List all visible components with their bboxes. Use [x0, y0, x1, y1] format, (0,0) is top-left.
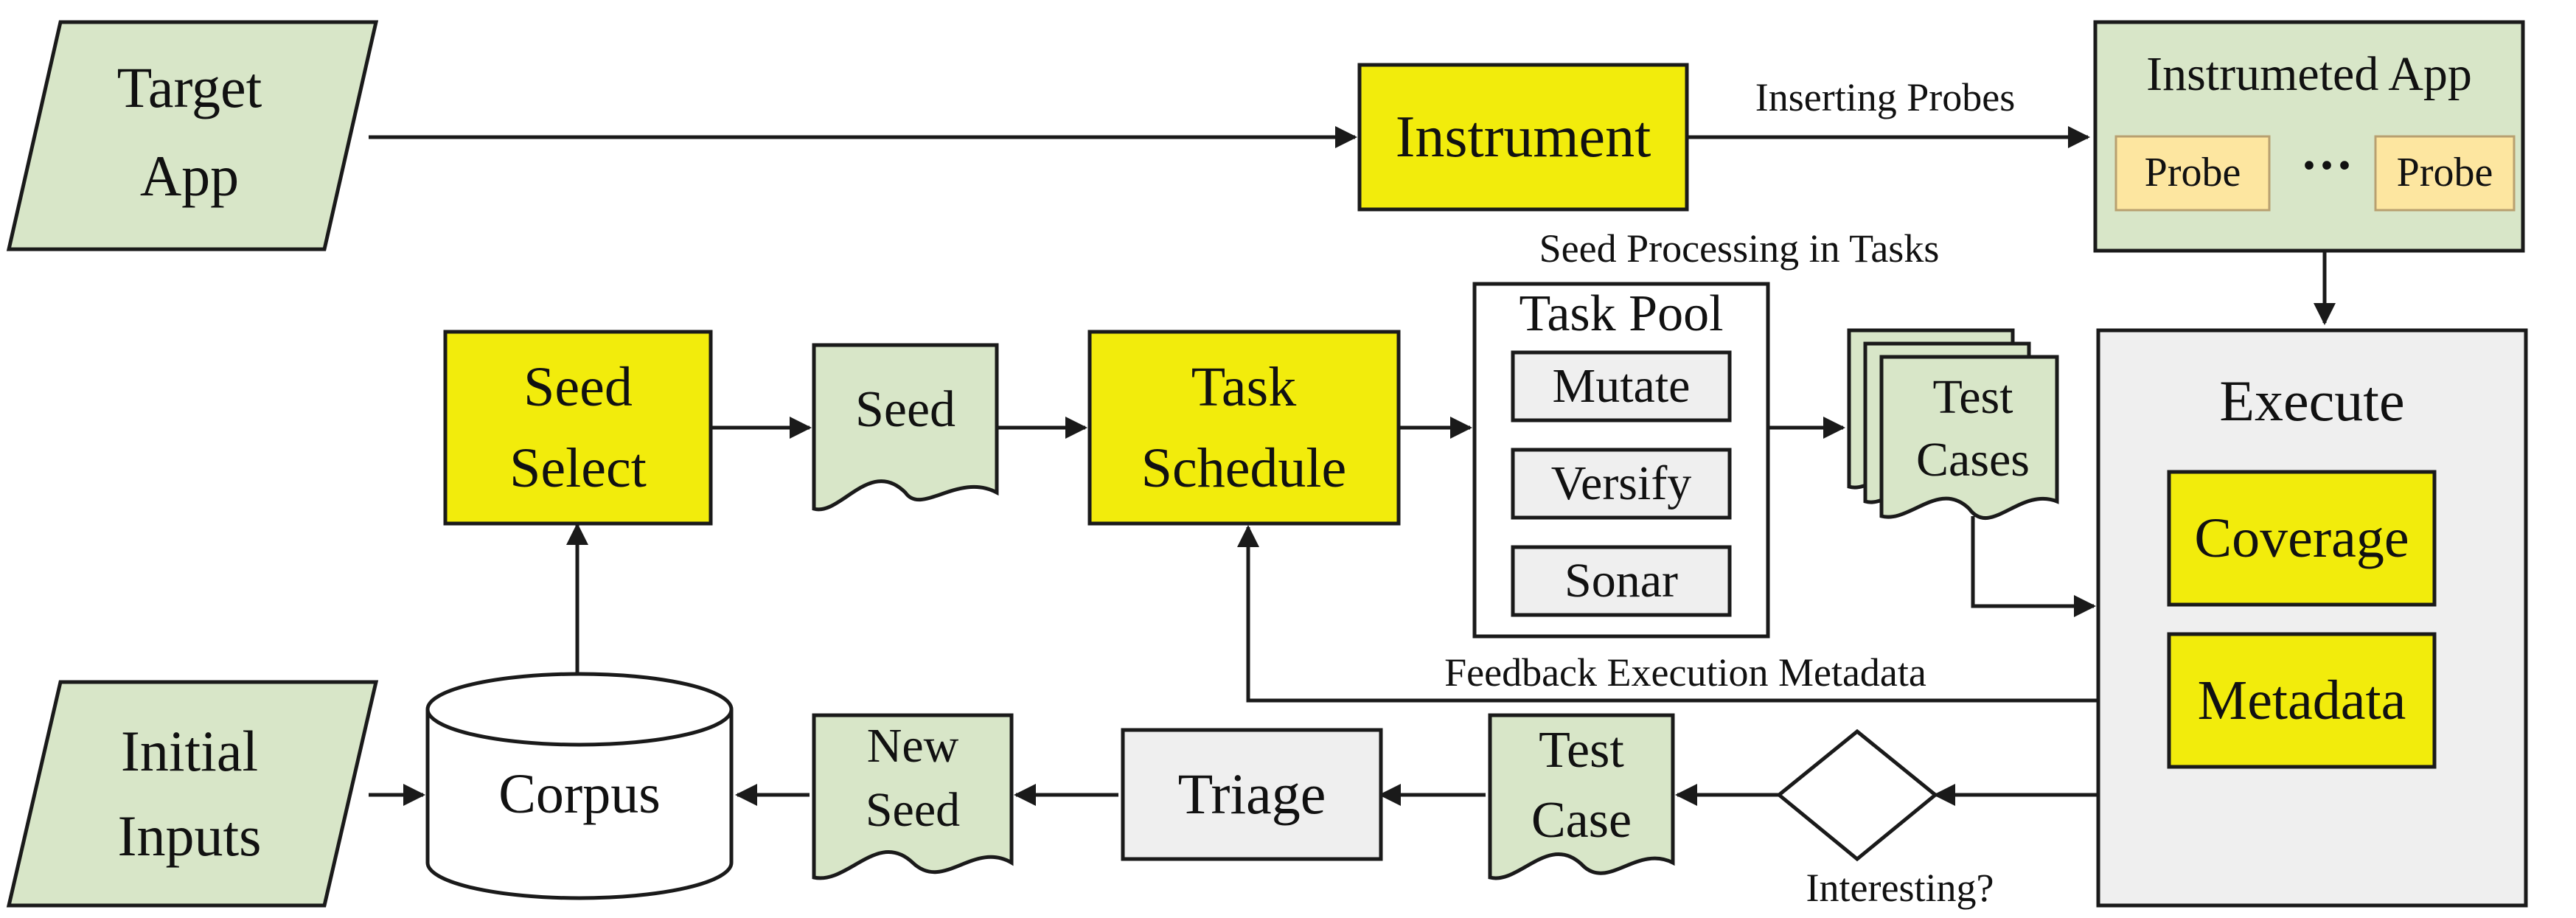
test-cases-label-line1: Test	[1932, 370, 2013, 424]
task-schedule-label-line1: Task	[1191, 356, 1296, 418]
seed-select-label-line1: Seed	[523, 356, 633, 418]
test-case-document: Test Case	[1488, 713, 1675, 880]
instrument-label: Instrument	[1396, 105, 1651, 170]
target-app-shape	[6, 20, 379, 251]
target-app-node: Target App	[6, 20, 379, 251]
task-sonar-label: Sonar	[1564, 554, 1678, 608]
execute-box	[2096, 328, 2528, 908]
test-case-document-shape	[1488, 713, 1675, 880]
triage-label: Triage	[1178, 762, 1326, 826]
metadata-label: Metadata	[2198, 670, 2406, 731]
arrow-test-cases-to-execute	[1971, 516, 2096, 617]
seed-document-label: Seed	[855, 381, 955, 438]
seed-document: Seed	[812, 343, 999, 512]
seed-document-shape	[812, 343, 999, 512]
probe-left-box	[2114, 135, 2271, 212]
connectors	[369, 126, 2336, 806]
task-mutate-box	[1511, 350, 1732, 423]
task-versify-box	[1511, 448, 1732, 520]
target-app-label-line1: Target	[117, 55, 262, 119]
metadata-box	[2167, 632, 2437, 769]
label-inserting-probes: Inserting Probes	[1755, 75, 2015, 119]
initial-inputs-shape	[6, 680, 379, 908]
interesting-diamond	[1776, 729, 1938, 862]
task-schedule-box	[1087, 330, 1401, 526]
triage-box	[1121, 728, 1383, 861]
corpus-top	[425, 672, 734, 747]
task-pool-title: Task Pool	[1519, 285, 1723, 342]
execute-node: Execute Coverage Metadata	[2096, 328, 2528, 908]
probe-right-box	[2374, 135, 2516, 212]
corpus-cylinder: Corpus	[425, 672, 734, 900]
corpus-body	[425, 709, 734, 900]
coverage-box	[2167, 470, 2437, 607]
test-cases-doc-front	[1879, 355, 2059, 521]
probe-left-label: Probe	[2145, 150, 2241, 195]
label-feedback-metadata: Feedback Execution Metadata	[1444, 650, 1926, 695]
coverage-label: Coverage	[2194, 507, 2409, 569]
new-seed-label-line2: Seed	[866, 783, 960, 837]
test-cases-label-line2: Cases	[1916, 433, 2030, 487]
new-seed-document-shape	[812, 713, 1014, 880]
task-pool-node: Task Pool Mutate Versify Sonar	[1472, 282, 1770, 639]
task-versify-label: Versify	[1551, 456, 1692, 510]
initial-inputs-label-line1: Initial	[121, 719, 258, 783]
task-schedule-label-line2: Schedule	[1141, 437, 1347, 499]
test-case-label-line1: Test	[1539, 722, 1624, 779]
task-mutate-label: Mutate	[1553, 359, 1691, 413]
instrument-node: Instrument	[1357, 63, 1689, 212]
seed-select-box	[443, 330, 713, 526]
interesting-decision: Interesting?	[1776, 729, 1994, 910]
target-app-label-line2: App	[140, 144, 239, 208]
arrow-feedback-metadata	[1237, 525, 2171, 703]
test-case-label-line2: Case	[1531, 792, 1632, 849]
label-seed-processing: Seed Processing in Tasks	[1539, 226, 1940, 271]
probe-ellipsis: ···	[2300, 136, 2353, 195]
probe-right-label: Probe	[2397, 150, 2493, 195]
new-seed-label-line1: New	[867, 719, 959, 773]
execute-title: Execute	[2219, 369, 2404, 433]
task-schedule-node: Task Schedule	[1087, 330, 1401, 526]
instrument-box	[1357, 63, 1689, 212]
corpus-label: Corpus	[498, 763, 661, 825]
seed-select-label-line2: Select	[509, 437, 647, 499]
test-cases-stack: Test Cases	[1847, 328, 2059, 521]
initial-inputs-label-line2: Inputs	[118, 804, 262, 868]
new-seed-document: New Seed	[812, 713, 1014, 880]
interesting-label: Interesting?	[1806, 866, 1994, 910]
task-sonar-box	[1511, 545, 1732, 617]
seed-select-node: Seed Select	[443, 330, 713, 526]
instrumented-app-node: Instrumeted App Probe ··· Probe	[2093, 20, 2525, 253]
triage-node: Triage	[1121, 728, 1383, 861]
initial-inputs-node: Initial Inputs	[6, 680, 379, 908]
instrumented-app-title: Instrumeted App	[2146, 47, 2472, 101]
